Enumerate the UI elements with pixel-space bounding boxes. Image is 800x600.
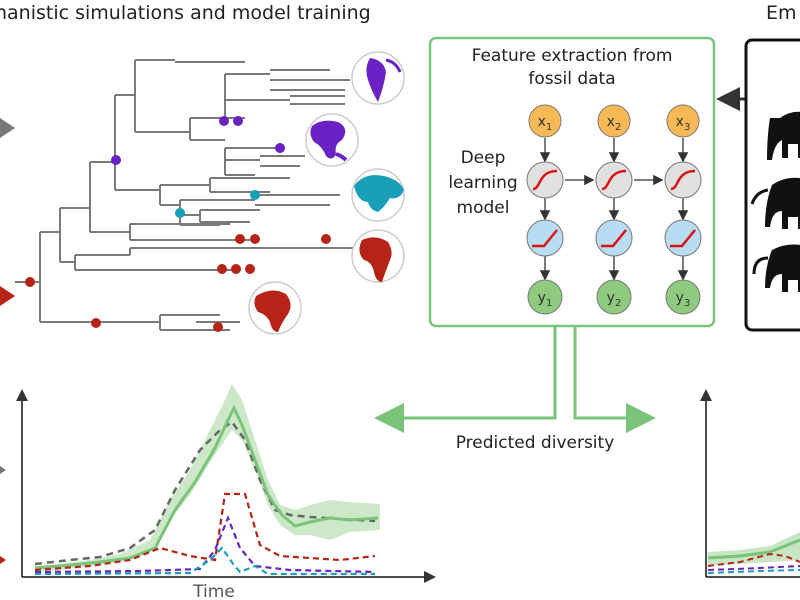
mammoth-icon-2 — [750, 177, 800, 229]
input-label-2: x2 — [607, 114, 622, 133]
output-label-2: y2 — [607, 290, 622, 309]
model-box — [428, 36, 716, 328]
sigmoid-node-1 — [526, 161, 564, 199]
predicted-diversity-line — [34, 404, 379, 570]
output-node-2 — [596, 279, 632, 315]
time-axis-label: Time — [192, 582, 235, 600]
model-box-title-1: Feature extraction from — [472, 46, 673, 66]
teal-region-line — [34, 546, 375, 576]
input-node-3 — [666, 104, 700, 138]
diversity-chart-right — [700, 389, 800, 578]
network — [526, 104, 702, 315]
globe-icon-asia — [351, 168, 405, 222]
input-label-3: x3 — [676, 114, 691, 133]
left-arrow-gray-small — [0, 466, 6, 474]
globe-icon-south-america — [351, 51, 405, 105]
elephant-icon-1 — [767, 111, 800, 160]
globe-icon-africa — [351, 229, 405, 283]
right-red-line — [707, 552, 800, 567]
purple-region-line — [34, 515, 376, 574]
output-label-3: y3 — [676, 290, 691, 309]
right-predicted-line — [707, 538, 800, 560]
input-node-2 — [597, 104, 631, 138]
predicted-diversity-label: Predicted diversity — [456, 433, 615, 453]
prediction-confidence-band — [35, 384, 380, 572]
left-arrow-gray — [0, 118, 15, 138]
left-arrow-red-small — [0, 556, 6, 564]
phylogenetic-tree — [15, 59, 370, 331]
model-label-3: model — [457, 198, 510, 218]
right-confidence-band — [708, 532, 800, 566]
sigmoid-node-2 — [595, 161, 633, 199]
right-teal-line — [707, 569, 800, 574]
output-node-3 — [665, 279, 701, 315]
model-label-2: learning — [448, 173, 517, 193]
model-box-title-2: fossil data — [528, 69, 615, 89]
input-label-1: x1 — [538, 114, 553, 133]
tree-nodes — [25, 116, 331, 332]
predicted-connectors — [374, 326, 656, 433]
left-arrow-red — [0, 286, 15, 306]
output-node-1 — [527, 279, 563, 315]
relu-node-3 — [664, 219, 702, 257]
diversity-chart-left: Time — [16, 384, 436, 600]
mammoth-icon-3 — [752, 244, 800, 292]
model-label-1: Deep — [461, 148, 506, 168]
right-purple-line — [707, 565, 800, 571]
left-panel-title: hanistic simulations and model training — [0, 2, 371, 24]
sigmoid-node-3 — [664, 161, 702, 199]
relu-node-1 — [526, 219, 564, 257]
input-node-1 — [528, 104, 562, 138]
output-label-1: y1 — [538, 290, 553, 309]
elephant-icons — [750, 111, 800, 292]
globe-icon-north-america — [305, 113, 359, 167]
relu-node-2 — [595, 219, 633, 257]
globe-icon-africa-2 — [248, 281, 302, 335]
right-panel-title: Em — [766, 2, 797, 24]
